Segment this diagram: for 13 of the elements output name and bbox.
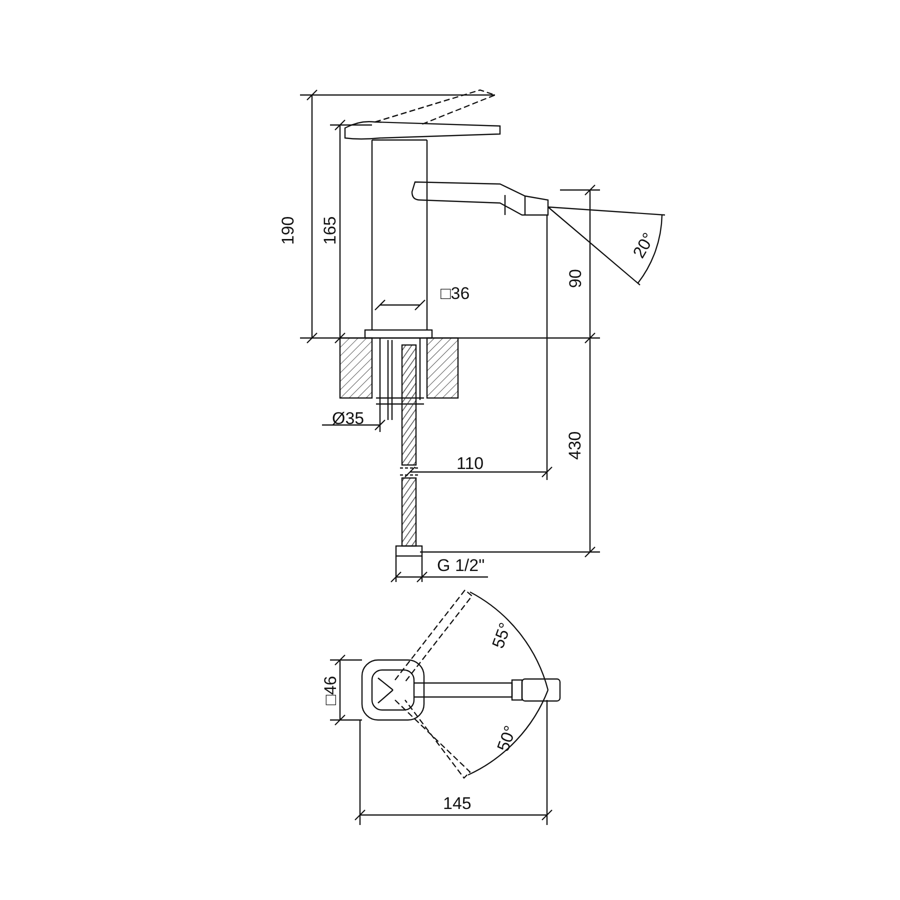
dimension-label: □36 xyxy=(440,284,470,302)
dimension-label: 50° xyxy=(494,723,520,753)
dimension-label: 165 xyxy=(322,216,339,244)
dimension-label: 190 xyxy=(280,216,297,244)
dimension-label: 110 xyxy=(456,454,484,472)
dimension-label: □46 xyxy=(322,675,339,705)
dimension-label: 145 xyxy=(443,794,472,812)
dimension-label: Ø35 xyxy=(332,410,364,426)
dimension-label: 430 xyxy=(566,430,584,460)
dimension-label: 20° xyxy=(630,230,658,260)
dimension-label: G 1/2" xyxy=(437,556,485,574)
dimension-label: 55° xyxy=(489,620,514,650)
dimension-label: 90 xyxy=(566,268,584,288)
